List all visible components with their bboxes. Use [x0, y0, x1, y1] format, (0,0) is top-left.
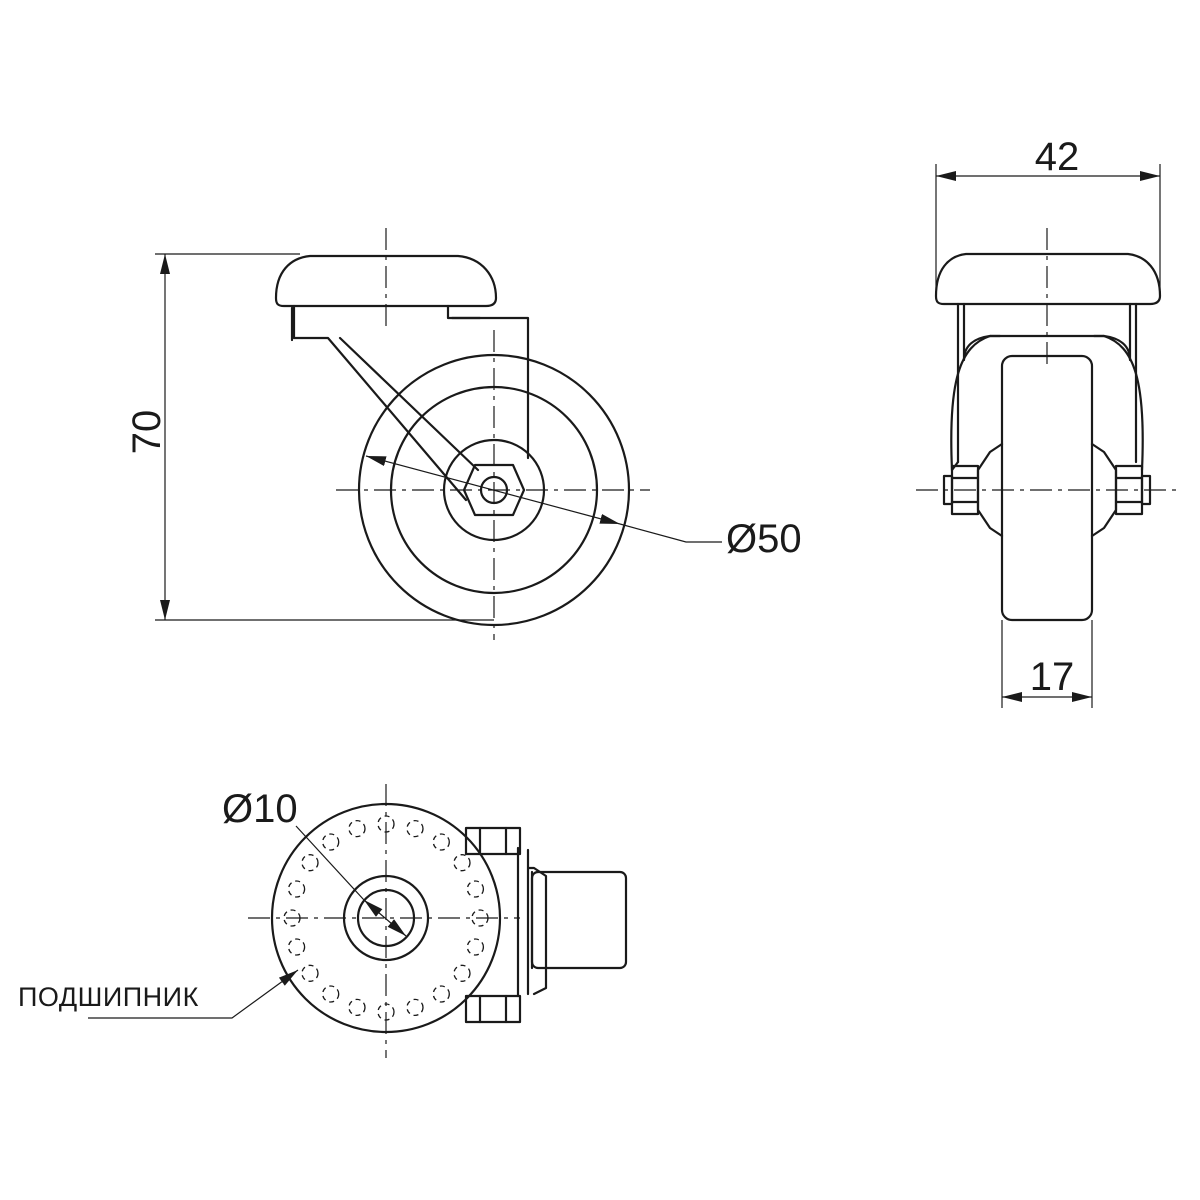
bearing-ball: [453, 854, 471, 872]
front-wheel-width-label: 17: [1030, 655, 1075, 699]
bearing-ball: [348, 819, 366, 838]
front-top-plate: [934, 252, 1162, 306]
front-fork-curve-right: [1102, 334, 1144, 472]
bottom-diameter-label: Ø10: [222, 787, 298, 831]
bottom-diameter-dim-line: [363, 899, 407, 937]
front-view: 42 17: [916, 135, 1176, 708]
front-width-label: 42: [1035, 135, 1080, 179]
front-fork-left: [956, 302, 1002, 464]
bearing-ball: [287, 880, 306, 898]
bearing-ball: [466, 938, 485, 956]
bearing-ball: [301, 854, 319, 872]
bearing-ball: [432, 833, 450, 851]
bottom-diameter-leader: [295, 825, 365, 901]
side-view: 70 Ø50: [125, 228, 802, 640]
side-diameter-label: Ø50: [726, 517, 802, 561]
side-fork: [290, 304, 530, 502]
bearing-ball: [466, 880, 485, 898]
bottom-bearing-leader: [88, 969, 299, 1019]
bearing-ball: [348, 998, 366, 1017]
bearing-ball: [301, 964, 319, 982]
front-fork-right: [1092, 302, 1138, 464]
side-height-label: 70: [125, 410, 169, 455]
bearing-ball: [453, 964, 471, 982]
bearing-ball: [322, 833, 340, 851]
bearing-ball: [432, 985, 450, 1003]
bottom-nut-top: [464, 826, 522, 856]
bearing-ball: [406, 819, 424, 838]
bottom-nut-bottom: [464, 994, 522, 1024]
bearing-ball: [406, 998, 424, 1017]
bottom-bearing-balls: [283, 815, 489, 1021]
side-diameter-leader: [619, 523, 722, 543]
bearing-ball: [322, 985, 340, 1003]
bottom-view: Ø10 ПОДШИПНИК: [18, 784, 628, 1058]
side-kingpin-stem: [446, 304, 482, 320]
side-fork-diagonal-outer: [338, 336, 480, 472]
bearing-ball: [287, 938, 306, 956]
side-top-plate: [274, 254, 498, 308]
front-wheel: [1000, 354, 1094, 622]
bottom-bearing-label: ПОДШИПНИК: [18, 982, 199, 1012]
side-diameter-dim-line: [365, 455, 621, 525]
bottom-fork-block: [516, 846, 548, 998]
